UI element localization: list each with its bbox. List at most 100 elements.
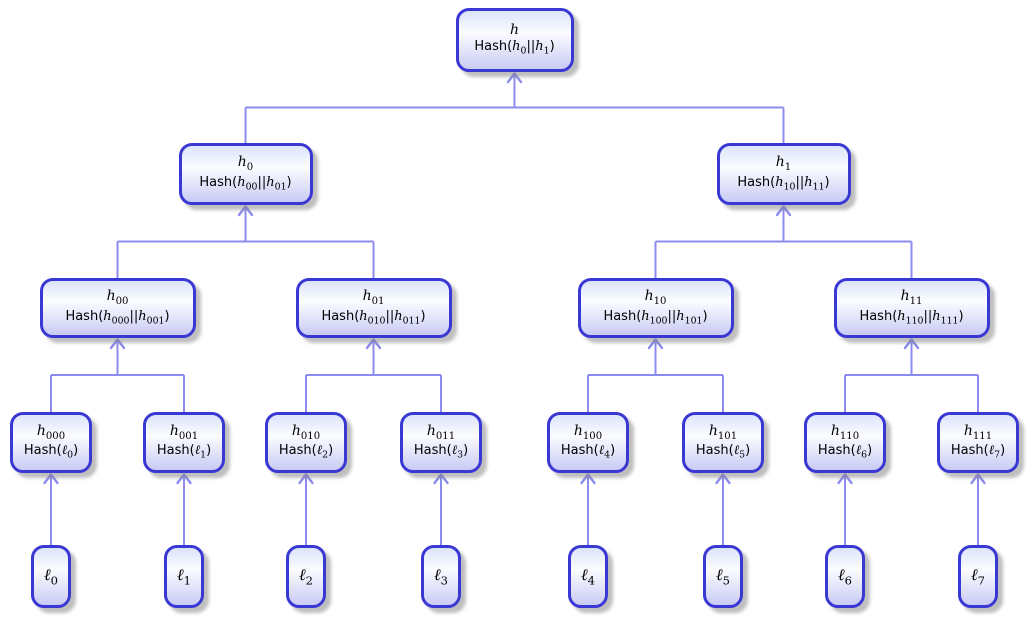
arrowhead-up-icon (580, 473, 596, 485)
math-subscript: 01 (371, 296, 385, 308)
arrowhead-up-icon (837, 473, 853, 485)
math-subscript: 10 (653, 296, 667, 308)
math-variable: h (573, 422, 583, 439)
math-subscript: 11 (909, 296, 923, 308)
math-subscript: 5 (722, 573, 730, 588)
math-subscript: 2 (322, 449, 329, 461)
math-variable: h (359, 308, 368, 324)
math-subscript: 7 (994, 449, 1001, 461)
math-variable: h (963, 422, 973, 439)
math-subscript: 100 (649, 315, 668, 327)
arrowhead-up-icon (506, 72, 523, 84)
node-formula: Hash(h000||h001) (65, 309, 169, 327)
node-formula: Hash(h0||h1) (474, 39, 554, 57)
math-variable: h (535, 38, 544, 54)
node-formula: Hash(ℓ6) (818, 443, 872, 461)
node-formula: Hash(ℓ7) (951, 443, 1005, 461)
node-formula: Hash(ℓ0) (24, 443, 78, 461)
math-variable: h (509, 22, 520, 39)
math-subscript: 011 (435, 430, 456, 442)
leaf-node-l7: ℓ7 (958, 545, 998, 608)
node-label: ℓ5 (716, 564, 730, 588)
math-variable: h (897, 308, 906, 324)
node-label: h11 (901, 289, 923, 307)
node-formula: Hash(h110||h111) (859, 309, 963, 327)
math-text: Hash( (156, 443, 195, 459)
math-subscript: 000 (111, 315, 130, 327)
math-subscript: 101 (684, 315, 703, 327)
node-label: h001 (170, 424, 198, 442)
node-label: ℓ7 (971, 566, 985, 586)
math-text: Hash( (603, 308, 642, 324)
arrowhead-up-icon (647, 338, 664, 350)
node-formula: Hash(h10||h11) (737, 175, 829, 193)
math-variable: ℓ (716, 564, 723, 584)
math-variable: h (775, 154, 785, 171)
math-subscript: 001 (178, 430, 199, 442)
math-subscript: 00 (115, 296, 129, 308)
math-subscript: 4 (587, 573, 595, 588)
math-text: ) (867, 443, 873, 459)
math-text: ) (206, 443, 212, 459)
math-text: Hash( (199, 174, 238, 190)
math-variable: ℓ (838, 564, 845, 584)
math-text: ) (610, 443, 616, 459)
math-variable: h (103, 308, 112, 324)
math-text: Hash( (859, 308, 898, 324)
math-text: || (129, 308, 139, 324)
math-text: ) (958, 308, 964, 324)
math-subscript: 001 (146, 315, 165, 327)
leaf-node-l2: ℓ2 (286, 545, 326, 608)
node-label: h011 (427, 424, 455, 442)
math-subscript: 00 (245, 181, 258, 193)
math-subscript: 010 (367, 315, 386, 327)
math-variable: ℓ (988, 443, 995, 459)
math-subscript: 111 (940, 315, 959, 327)
math-text: Hash( (950, 443, 989, 459)
math-variable: h (426, 422, 436, 439)
node-label: ℓ2 (299, 564, 313, 588)
math-subscript: 110 (839, 430, 860, 442)
math-variable: ℓ (451, 443, 458, 459)
math-variable: h (900, 288, 910, 305)
node-label: h000 (37, 424, 65, 442)
arrowhead-up-icon (775, 205, 792, 217)
math-subscript: 110 (905, 315, 924, 327)
math-variable: h (266, 174, 275, 190)
math-text: Hash( (23, 443, 62, 459)
math-variable: ℓ (194, 443, 201, 459)
math-subscript: 111 (972, 430, 993, 442)
math-subscript: 6 (861, 449, 868, 461)
math-text: || (257, 174, 267, 190)
math-subscript: 0 (246, 162, 254, 174)
math-subscript: 2 (305, 573, 313, 588)
arrowhead-up-icon (109, 338, 126, 350)
math-text: ) (745, 443, 751, 459)
arrowhead-up-icon (715, 473, 731, 485)
math-variable: h (362, 288, 372, 305)
math-text: || (667, 308, 677, 324)
math-variable: h (512, 38, 521, 54)
math-variable: h (394, 308, 403, 324)
math-variable: h (830, 422, 840, 439)
math-variable: ℓ (581, 564, 588, 584)
math-subscript: 0 (50, 573, 58, 588)
math-subscript: 0 (67, 449, 74, 461)
math-subscript: 01 (274, 181, 287, 193)
node-formula: Hash(h010||h011) (321, 309, 425, 327)
math-text: Hash( (321, 308, 360, 324)
leaf-node-l3: ℓ3 (421, 545, 461, 608)
arrowhead-up-icon (237, 205, 254, 217)
math-text: Hash( (560, 443, 599, 459)
node-label: h01 (363, 289, 385, 307)
math-variable: ℓ (299, 564, 306, 584)
math-variable: ℓ (855, 443, 862, 459)
math-subscript: 3 (457, 449, 464, 461)
